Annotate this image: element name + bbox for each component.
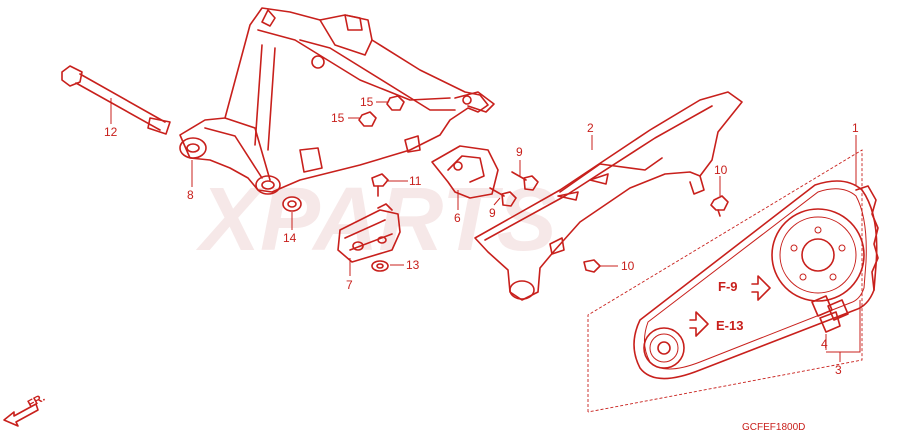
nut-13 xyxy=(371,260,389,272)
callout-4: 4 xyxy=(821,337,828,351)
callout-11: 11 xyxy=(409,174,422,188)
bolt-11 xyxy=(371,173,389,197)
callout-7: 7 xyxy=(346,278,353,292)
callout-9b: 9 xyxy=(489,206,496,220)
callout-2: 2 xyxy=(587,121,594,135)
svg-text:E-13: E-13 xyxy=(716,318,743,333)
leader-lines xyxy=(110,98,861,362)
bolt-9-lower xyxy=(489,187,517,207)
svg-text:FR.: FR. xyxy=(26,392,47,411)
callout-13: 13 xyxy=(406,258,420,272)
callout-15b: 15 xyxy=(331,111,345,125)
master-link-4 xyxy=(811,295,849,333)
bolt-10-lower xyxy=(583,259,601,273)
drive-chain-frame xyxy=(587,149,863,413)
diagram-code: GCFEF1800D xyxy=(742,422,805,433)
callout-12: 12 xyxy=(104,125,118,139)
callout-8: 8 xyxy=(187,188,194,202)
bolt-9-upper xyxy=(511,171,539,191)
chain-guide-6 xyxy=(431,145,499,199)
ref-arrow-f9: F-9 xyxy=(718,275,771,301)
front-direction-arrow: FR. xyxy=(3,392,47,427)
callout-6: 6 xyxy=(454,211,461,225)
bushing-8 xyxy=(179,137,207,159)
collar-14 xyxy=(282,196,302,212)
drive-sprocket xyxy=(643,327,685,369)
callout-10b: 10 xyxy=(621,259,635,273)
callout-9a: 9 xyxy=(516,145,523,159)
rear-sprocket xyxy=(771,208,865,302)
swing-arm xyxy=(179,7,495,195)
ref-arrow-e13: E-13 xyxy=(689,311,743,337)
callout-3: 3 xyxy=(835,363,842,377)
axle-bolt-12 xyxy=(61,65,171,135)
callout-10a: 10 xyxy=(714,163,728,177)
callout-1: 1 xyxy=(852,121,859,135)
bolt-10-upper xyxy=(710,195,729,217)
svg-text:F-9: F-9 xyxy=(718,279,738,294)
callout-14: 14 xyxy=(283,231,297,245)
nut-15 xyxy=(358,95,405,127)
chain-case-2 xyxy=(474,91,743,301)
chain-slider-7 xyxy=(337,203,401,263)
callout-15a: 15 xyxy=(360,95,374,109)
